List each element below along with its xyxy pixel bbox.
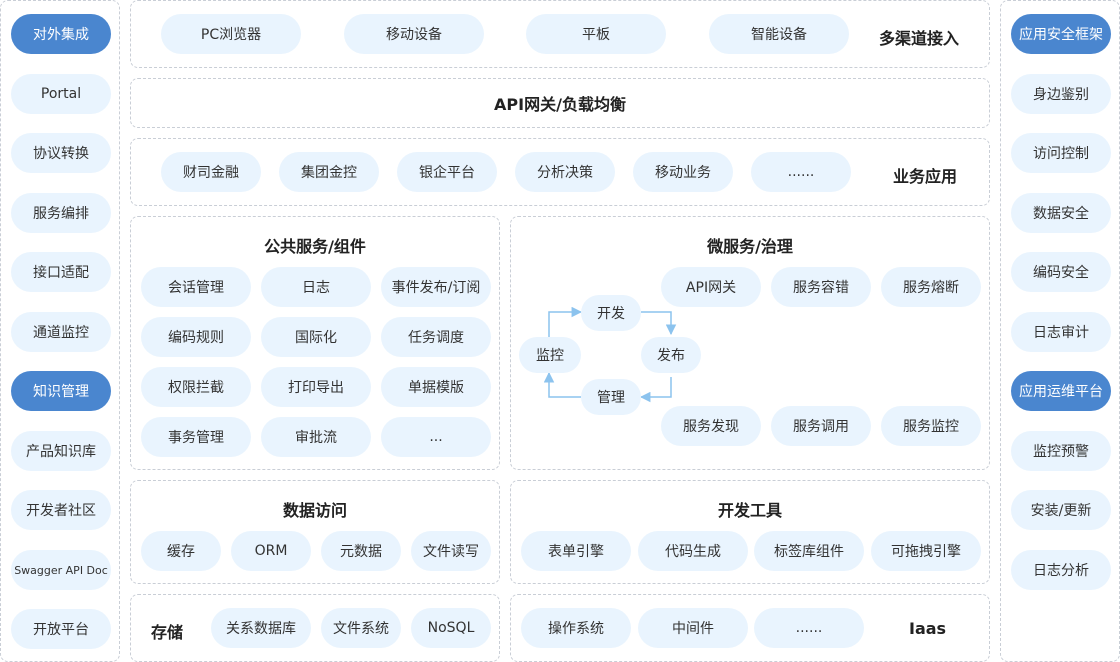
cycle-node-release[interactable]: 发布 bbox=[641, 337, 701, 373]
sidebar-item-swagger-api-doc[interactable]: Swagger API Doc bbox=[11, 550, 111, 590]
iaas-panel: 操作系统 中间件 ...... Iaas bbox=[510, 594, 990, 662]
sidebar-item-coding-security[interactable]: 编码安全 bbox=[1011, 252, 1111, 292]
tool-form-engine[interactable]: 表单引擎 bbox=[521, 531, 631, 571]
service-approval-flow[interactable]: 审批流 bbox=[261, 417, 371, 457]
cycle-node-monitor[interactable]: 监控 bbox=[519, 337, 581, 373]
sidebar-item-app-ops-platform[interactable]: 应用运维平台 bbox=[1011, 371, 1111, 411]
sidebar-item-identity-authentication[interactable]: 身边鉴别 bbox=[1011, 74, 1111, 114]
business-item-more[interactable]: ...... bbox=[751, 152, 851, 192]
service-more[interactable]: ... bbox=[381, 417, 491, 457]
service-log[interactable]: 日志 bbox=[261, 267, 371, 307]
channel-smart-device[interactable]: 智能设备 bbox=[709, 14, 849, 54]
micro-circuit-breaker[interactable]: 服务熔断 bbox=[881, 267, 981, 307]
service-event-pubsub[interactable]: 事件发布/订阅 bbox=[381, 267, 491, 307]
sidebar-item-log-analysis[interactable]: 日志分析 bbox=[1011, 550, 1111, 590]
micro-service-invocation[interactable]: 服务调用 bbox=[771, 406, 871, 446]
gateway-panel: API网关/负载均衡 bbox=[130, 78, 990, 128]
business-item-analysis-decision[interactable]: 分析决策 bbox=[515, 152, 615, 192]
microservices-title: 微服务/治理 bbox=[707, 237, 793, 256]
channel-pc-browser[interactable]: PC浏览器 bbox=[161, 14, 301, 54]
service-task-scheduling[interactable]: 任务调度 bbox=[381, 317, 491, 357]
cycle-node-develop[interactable]: 开发 bbox=[581, 295, 641, 331]
tool-drag-engine[interactable]: 可拖拽引擎 bbox=[871, 531, 981, 571]
arrow-monitor-to-dev bbox=[548, 306, 583, 337]
service-document-template[interactable]: 单据模版 bbox=[381, 367, 491, 407]
business-item-mobile-business[interactable]: 移动业务 bbox=[633, 152, 733, 192]
data-metadata[interactable]: 元数据 bbox=[321, 531, 401, 571]
sidebar-item-product-knowledge-base[interactable]: 产品知识库 bbox=[11, 431, 111, 471]
business-panel: 财司金融 集团金控 银企平台 分析决策 移动业务 ...... 业务应用 bbox=[130, 138, 990, 206]
data-orm[interactable]: ORM bbox=[231, 531, 311, 571]
tool-code-generation[interactable]: 代码生成 bbox=[638, 531, 748, 571]
sidebar-item-protocol-conversion[interactable]: 协议转换 bbox=[11, 133, 111, 173]
sidebar-item-log-audit[interactable]: 日志审计 bbox=[1011, 312, 1111, 352]
channels-panel: PC浏览器 移动设备 平板 智能设备 多渠道接入 bbox=[130, 0, 990, 68]
micro-fault-tolerance[interactable]: 服务容错 bbox=[771, 267, 871, 307]
sidebar-item-external-integration[interactable]: 对外集成 bbox=[11, 14, 111, 54]
service-session-management[interactable]: 会话管理 bbox=[141, 267, 251, 307]
sidebar-item-monitoring-alerts[interactable]: 监控预警 bbox=[1011, 431, 1111, 471]
sidebar-item-developer-community[interactable]: 开发者社区 bbox=[11, 490, 111, 530]
sidebar-item-open-platform[interactable]: 开放平台 bbox=[11, 609, 111, 649]
tool-tag-library[interactable]: 标签库组件 bbox=[754, 531, 864, 571]
gateway-label: API网关/负载均衡 bbox=[494, 95, 626, 114]
data-access-title: 数据访问 bbox=[282, 501, 347, 520]
data-cache[interactable]: 缓存 bbox=[141, 531, 221, 571]
micro-service-monitoring[interactable]: 服务监控 bbox=[881, 406, 981, 446]
sidebar-item-portal[interactable]: Portal bbox=[11, 74, 111, 114]
arrow-release-to-manage bbox=[639, 377, 672, 403]
business-item-group-holding[interactable]: 集团金控 bbox=[279, 152, 379, 192]
public-services-panel: 公共服务/组件 会话管理 日志 事件发布/订阅 编码规则 国际化 任务调度 权限… bbox=[130, 216, 500, 470]
sidebar-item-channel-monitoring[interactable]: 通道监控 bbox=[11, 312, 111, 352]
service-transaction-management[interactable]: 事务管理 bbox=[141, 417, 251, 457]
dev-tools-title: 开发工具 bbox=[717, 501, 782, 520]
data-file-io[interactable]: 文件读写 bbox=[411, 531, 491, 571]
left-sidebar: 对外集成 Portal 协议转换 服务编排 接口适配 通道监控 知识管理 产品知… bbox=[0, 0, 120, 662]
right-sidebar: 应用安全框架 身边鉴别 访问控制 数据安全 编码安全 日志审计 应用运维平台 监… bbox=[1000, 0, 1120, 662]
cycle-arrows bbox=[543, 306, 677, 403]
channels-title: 多渠道接入 bbox=[879, 29, 960, 48]
arrow-dev-to-release bbox=[641, 311, 677, 336]
storage-file-system[interactable]: 文件系统 bbox=[321, 608, 401, 648]
storage-panel: 存储 关系数据库 文件系统 NoSQL bbox=[130, 594, 500, 662]
channel-mobile-device[interactable]: 移动设备 bbox=[344, 14, 484, 54]
service-i18n[interactable]: 国际化 bbox=[261, 317, 371, 357]
service-coding-rules[interactable]: 编码规则 bbox=[141, 317, 251, 357]
sidebar-item-interface-adaptation[interactable]: 接口适配 bbox=[11, 252, 111, 292]
storage-title: 存储 bbox=[151, 623, 184, 642]
business-item-bank-enterprise[interactable]: 银企平台 bbox=[397, 152, 497, 192]
dev-tools-panel: 开发工具 表单引擎 代码生成 标签库组件 可拖拽引擎 bbox=[510, 480, 990, 584]
sidebar-item-app-security-framework[interactable]: 应用安全框架 bbox=[1011, 14, 1111, 54]
sidebar-item-knowledge-management[interactable]: 知识管理 bbox=[11, 371, 111, 411]
service-permission-interception[interactable]: 权限拦截 bbox=[141, 367, 251, 407]
sidebar-item-data-security[interactable]: 数据安全 bbox=[1011, 193, 1111, 233]
sidebar-item-install-update[interactable]: 安装/更新 bbox=[1011, 490, 1111, 530]
sidebar-item-access-control[interactable]: 访问控制 bbox=[1011, 133, 1111, 173]
iaas-middleware[interactable]: 中间件 bbox=[638, 608, 748, 648]
micro-api-gateway[interactable]: API网关 bbox=[661, 267, 761, 307]
channel-tablet[interactable]: 平板 bbox=[526, 14, 666, 54]
micro-service-discovery[interactable]: 服务发现 bbox=[661, 406, 761, 446]
public-services-title: 公共服务/组件 bbox=[264, 237, 366, 256]
microservices-panel: 微服务/治理 开发 发布 管理 监控 API网关 服务容错 服务熔断 服务发现 … bbox=[510, 216, 990, 470]
data-access-panel: 数据访问 缓存 ORM 元数据 文件读写 bbox=[130, 480, 500, 584]
business-title: 业务应用 bbox=[893, 167, 958, 186]
service-print-export[interactable]: 打印导出 bbox=[261, 367, 371, 407]
sidebar-item-service-orchestration[interactable]: 服务编排 bbox=[11, 193, 111, 233]
iaas-title: Iaas bbox=[909, 619, 947, 638]
business-item-finance[interactable]: 财司金融 bbox=[161, 152, 261, 192]
iaas-more[interactable]: ...... bbox=[754, 608, 864, 648]
storage-relational-db[interactable]: 关系数据库 bbox=[211, 608, 311, 648]
arrow-manage-to-monitor bbox=[543, 371, 581, 398]
storage-nosql[interactable]: NoSQL bbox=[411, 608, 491, 648]
cycle-node-manage[interactable]: 管理 bbox=[581, 379, 641, 415]
iaas-os[interactable]: 操作系统 bbox=[521, 608, 631, 648]
